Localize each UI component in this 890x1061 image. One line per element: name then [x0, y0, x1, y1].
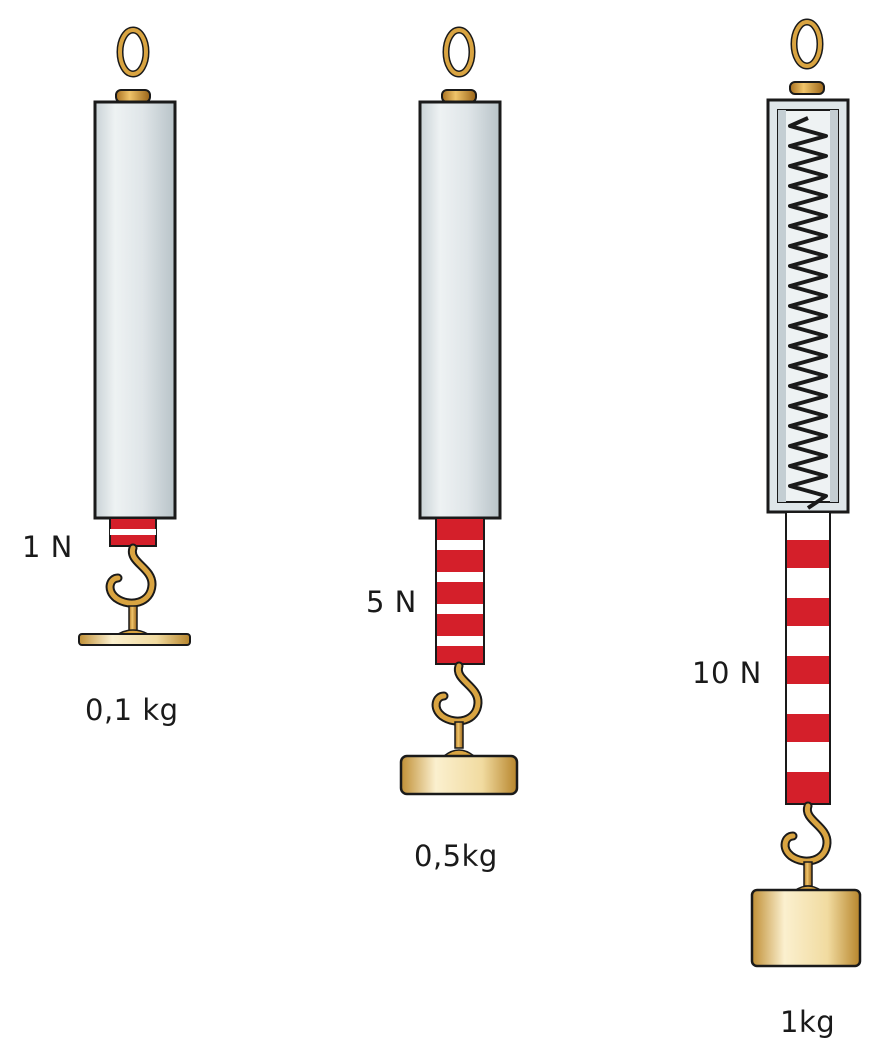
spring-scale-2: 5 N 0,5kg [366, 26, 519, 873]
weight-block [750, 888, 862, 968]
hanging-ring-icon [789, 18, 825, 95]
mass-label: 0,5kg [414, 839, 498, 873]
mass-label: 0,1 kg [85, 693, 179, 727]
hanging-ring-icon [441, 26, 477, 103]
spring-scale-3: 10 N 1kg [692, 18, 862, 1039]
hook-icon [780, 801, 832, 893]
measuring-rod [109, 517, 157, 547]
measuring-rod [785, 511, 831, 805]
force-label: 1 N [22, 530, 73, 564]
weight-plate [78, 633, 191, 646]
hook-icon [105, 543, 157, 635]
spring-coil [788, 116, 828, 510]
force-label: 10 N [692, 656, 762, 690]
scale-tube [93, 100, 177, 520]
scale-tube-cutaway [766, 98, 850, 514]
spring-scale-1: 1 N 0,1 kg [22, 26, 191, 727]
measuring-rod [435, 517, 485, 665]
mass-label: 1kg [780, 1005, 835, 1039]
weight-block [399, 754, 519, 796]
force-label: 5 N [366, 585, 417, 619]
scale-tube [418, 100, 502, 520]
hook-icon [431, 661, 483, 757]
hanging-ring-icon [115, 26, 151, 103]
